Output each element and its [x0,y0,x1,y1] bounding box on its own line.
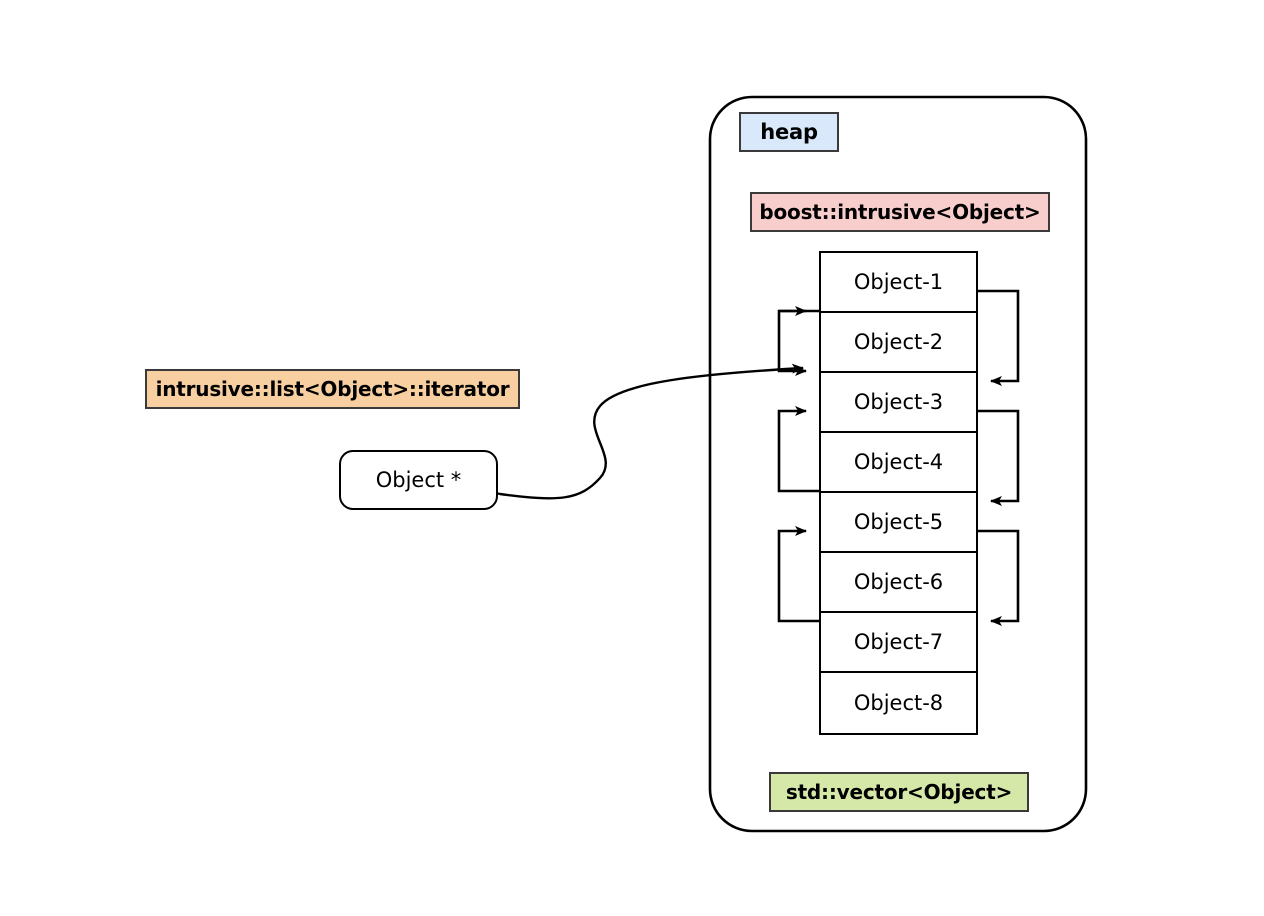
object-cell: Object-2 [821,313,976,373]
object-pointer-box: Object * [339,450,498,510]
intrusive-list-iterator-label: intrusive::list<Object>::iterator [145,369,520,409]
object-cell: Object-7 [821,613,976,673]
right-bracket-1 [978,289,1020,386]
right-bracket-2 [978,409,1020,506]
object-cell: Object-8 [853,691,944,715]
right-bracket-3 [978,529,1020,626]
object-cell: Object-6 [821,553,976,613]
std-vector-label: std::vector<Object> [769,772,1029,812]
left-bracket-2 [777,406,819,493]
heap-label: heap [739,112,839,152]
object-cell: Object-3 [821,373,976,433]
iterator-pointer-curve [499,363,804,500]
object-table: Object-1 Object-2 Object-3 Object-4 Obje… [819,251,978,735]
boost-intrusive-label: boost::intrusive<Object> [750,192,1050,232]
object-cell: Object-5 [821,493,976,553]
heap-container-outline [708,95,1088,833]
object-cell: Object-4 [821,433,976,493]
object-cell: Object-1 [821,253,976,313]
left-bracket-3 [777,526,819,623]
left-bracket-1 [777,306,819,376]
